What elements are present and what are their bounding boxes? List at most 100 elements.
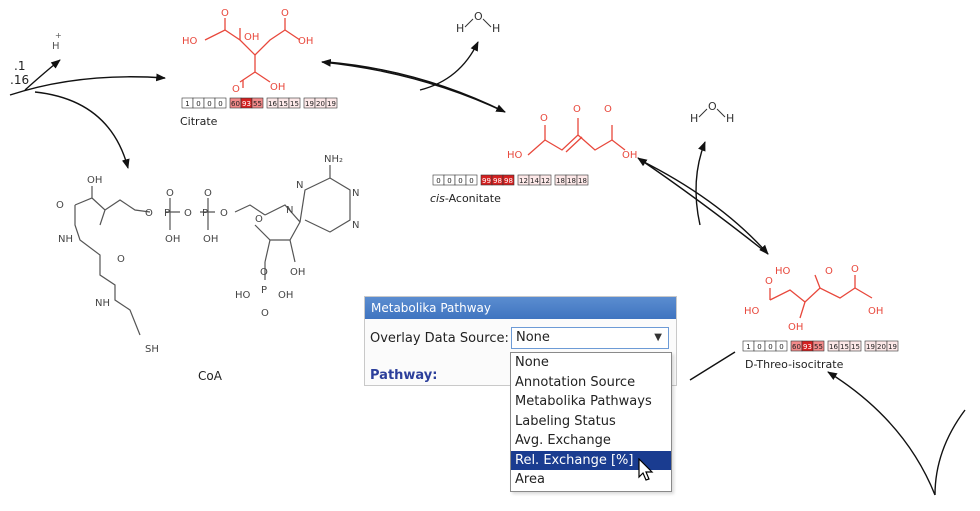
value-cell xyxy=(886,340,899,352)
value-cell xyxy=(539,174,552,186)
svg-text:O: O xyxy=(851,264,859,275)
value-cell-label: 18 xyxy=(556,177,565,185)
value-cell-label: 15 xyxy=(851,343,860,351)
overlay-data-source-select[interactable]: None ▼ xyxy=(511,327,669,349)
value-cell-label: 55 xyxy=(253,100,262,108)
cis-aconitate-label: cis-Aconitate xyxy=(430,192,501,205)
arrow-to-citrate xyxy=(9,73,166,96)
proton-label: H xyxy=(52,41,60,52)
svg-text:O: O xyxy=(765,276,773,287)
value-cell-label: 18 xyxy=(567,177,576,185)
value-cell xyxy=(465,174,478,186)
svg-text:O: O xyxy=(604,104,612,115)
value-cell-label: 19 xyxy=(327,100,336,108)
svg-text:OH: OH xyxy=(622,150,637,161)
arrow-to-coa xyxy=(34,91,130,169)
svg-text:HO: HO xyxy=(775,266,791,277)
dropdown-option-annotation-source[interactable]: Annotation Source xyxy=(515,374,636,390)
svg-text:O: O xyxy=(221,8,229,19)
isocitrate-structure xyxy=(769,274,873,319)
value-cell-label: 20 xyxy=(316,100,325,108)
svg-text:O: O xyxy=(261,308,269,319)
dropdown-option-labeling-status[interactable]: Labeling Status xyxy=(515,413,616,429)
svg-text:O: O xyxy=(117,254,125,265)
svg-text:P: P xyxy=(202,208,208,219)
isocitrate-label: D-Threo-isocitrate xyxy=(745,358,844,371)
svg-text:OH: OH xyxy=(298,36,313,47)
value-cell-label: 19 xyxy=(888,343,897,351)
dropdown-option-rel-exchange[interactable]: Rel. Exchange [%] xyxy=(511,450,671,470)
value-cell xyxy=(325,97,338,109)
value-cell-label: 98 xyxy=(504,177,513,185)
value-cell-label: 15 xyxy=(279,100,288,108)
value-cell xyxy=(214,97,227,109)
value-cell-label: 60 xyxy=(231,100,240,108)
value-cell-label: 1 xyxy=(746,343,750,351)
citrate-label: Citrate xyxy=(180,115,218,128)
value-cell xyxy=(502,174,515,186)
value-cell-label: 15 xyxy=(290,100,299,108)
dropdown-option-avg-exchange[interactable]: Avg. Exchange xyxy=(515,433,611,448)
svg-text:OH: OH xyxy=(868,306,883,317)
arrow-citrate-aconitate xyxy=(326,61,506,113)
svg-text:O: O xyxy=(204,188,212,199)
value-cell-label: 0 xyxy=(458,177,462,185)
value-cell-label: 0 xyxy=(768,343,772,351)
value-cell-label: 60 xyxy=(792,343,801,351)
water-molecule-2: H O H xyxy=(690,100,734,125)
svg-text:O: O xyxy=(573,104,581,115)
cis-aconitate-structure xyxy=(527,118,626,156)
svg-text:OH: OH xyxy=(203,234,218,245)
cis-prefix: cis xyxy=(430,192,445,205)
value-cell-label: 93 xyxy=(242,100,251,108)
svg-text:O: O xyxy=(166,188,174,199)
svg-text:O: O xyxy=(540,113,548,124)
arrow-water-1 xyxy=(419,41,479,91)
value-cell-label: 0 xyxy=(469,177,473,185)
arrow-isocitrate-aconitate xyxy=(637,157,769,255)
value-cell xyxy=(288,97,301,109)
panel-title: Metabolika Pathway xyxy=(365,297,676,319)
arrow-right-branch xyxy=(934,409,966,496)
svg-text:O: O xyxy=(825,266,833,277)
svg-text:OH: OH xyxy=(87,175,102,186)
citrate-structure xyxy=(204,18,301,88)
dropdown-option-area[interactable]: Area xyxy=(515,472,545,487)
svg-text:N: N xyxy=(352,188,359,199)
left-number-1: .1 xyxy=(14,59,25,73)
value-cell xyxy=(576,174,589,186)
value-cell xyxy=(251,97,264,109)
svg-text:O: O xyxy=(255,214,263,225)
svg-text:H: H xyxy=(456,22,464,35)
svg-text:HO: HO xyxy=(182,36,198,47)
value-cell-label: 20 xyxy=(877,343,886,351)
value-cell-label: 0 xyxy=(436,177,440,185)
chevron-down-icon[interactable]: ▼ xyxy=(654,332,662,343)
value-cell-label: 16 xyxy=(268,100,277,108)
proton-charge: + xyxy=(55,31,62,40)
dropdown-option-none[interactable]: None xyxy=(515,355,549,370)
arrow-to-hplus xyxy=(24,59,61,91)
dropdown-option-metabolika-pathways[interactable]: Metabolika Pathways xyxy=(515,394,652,409)
reaction-arrows xyxy=(9,41,966,496)
left-number-2: .16 xyxy=(10,73,29,87)
overlay-data-source-label: Overlay Data Source: xyxy=(370,331,509,346)
value-cell-label: 19 xyxy=(866,343,875,351)
value-cell-label: 0 xyxy=(447,177,451,185)
svg-text:O: O xyxy=(260,267,268,278)
value-cell-label: 18 xyxy=(578,177,587,185)
value-cell-label: 12 xyxy=(519,177,528,185)
citrate-atoms: HO O OH O OH O OH xyxy=(182,8,313,95)
value-cell-label: 16 xyxy=(829,343,838,351)
svg-text:HO: HO xyxy=(235,290,251,301)
value-cell xyxy=(812,340,825,352)
value-cell-label: 0 xyxy=(218,100,222,108)
svg-text:P: P xyxy=(261,285,267,296)
value-cell-label: 0 xyxy=(196,100,200,108)
svg-text:NH: NH xyxy=(95,298,110,309)
svg-text:P: P xyxy=(164,208,170,219)
value-cell-label: 98 xyxy=(493,177,502,185)
selected-value: None xyxy=(516,330,550,345)
